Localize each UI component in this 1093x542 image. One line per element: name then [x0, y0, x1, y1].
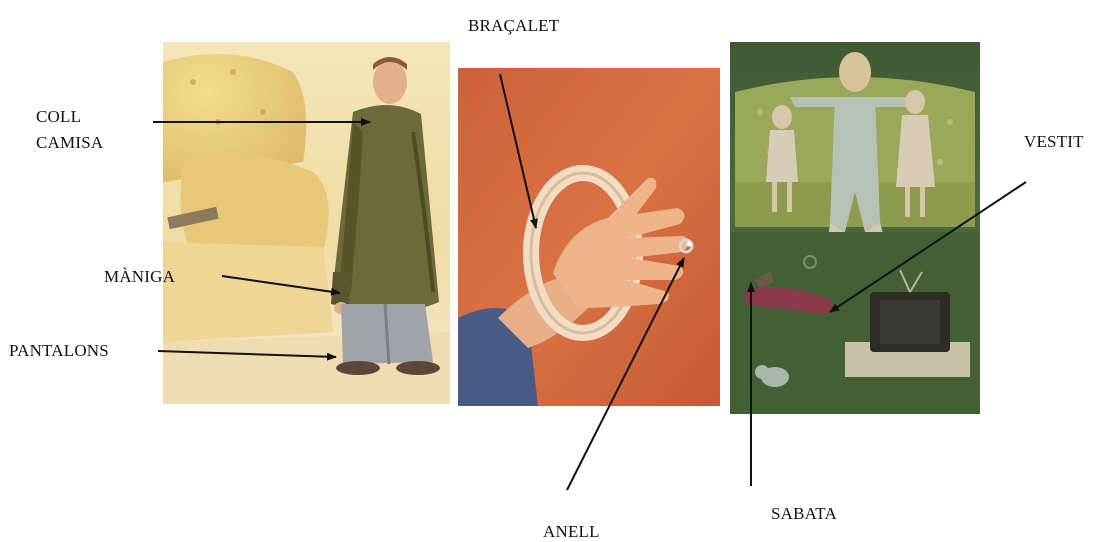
label-bracalet: BRAÇALET: [468, 15, 559, 36]
label-vestit: VESTIT: [1024, 131, 1084, 152]
label-pantalons: PANTALONS: [9, 340, 109, 361]
arrow-anell: [567, 258, 684, 490]
label-anell: ANELL: [543, 521, 600, 542]
label-camisa: CAMISA: [36, 132, 103, 153]
arrow-bracalet: [500, 74, 536, 228]
arrow-pantalons: [158, 351, 336, 357]
label-maniga: MÀNIGA: [104, 266, 175, 287]
arrow-maniga: [222, 276, 340, 293]
label-coll: COLL: [36, 106, 81, 127]
arrow-vestit: [830, 182, 1026, 312]
label-sabata: SABATA: [771, 503, 837, 524]
